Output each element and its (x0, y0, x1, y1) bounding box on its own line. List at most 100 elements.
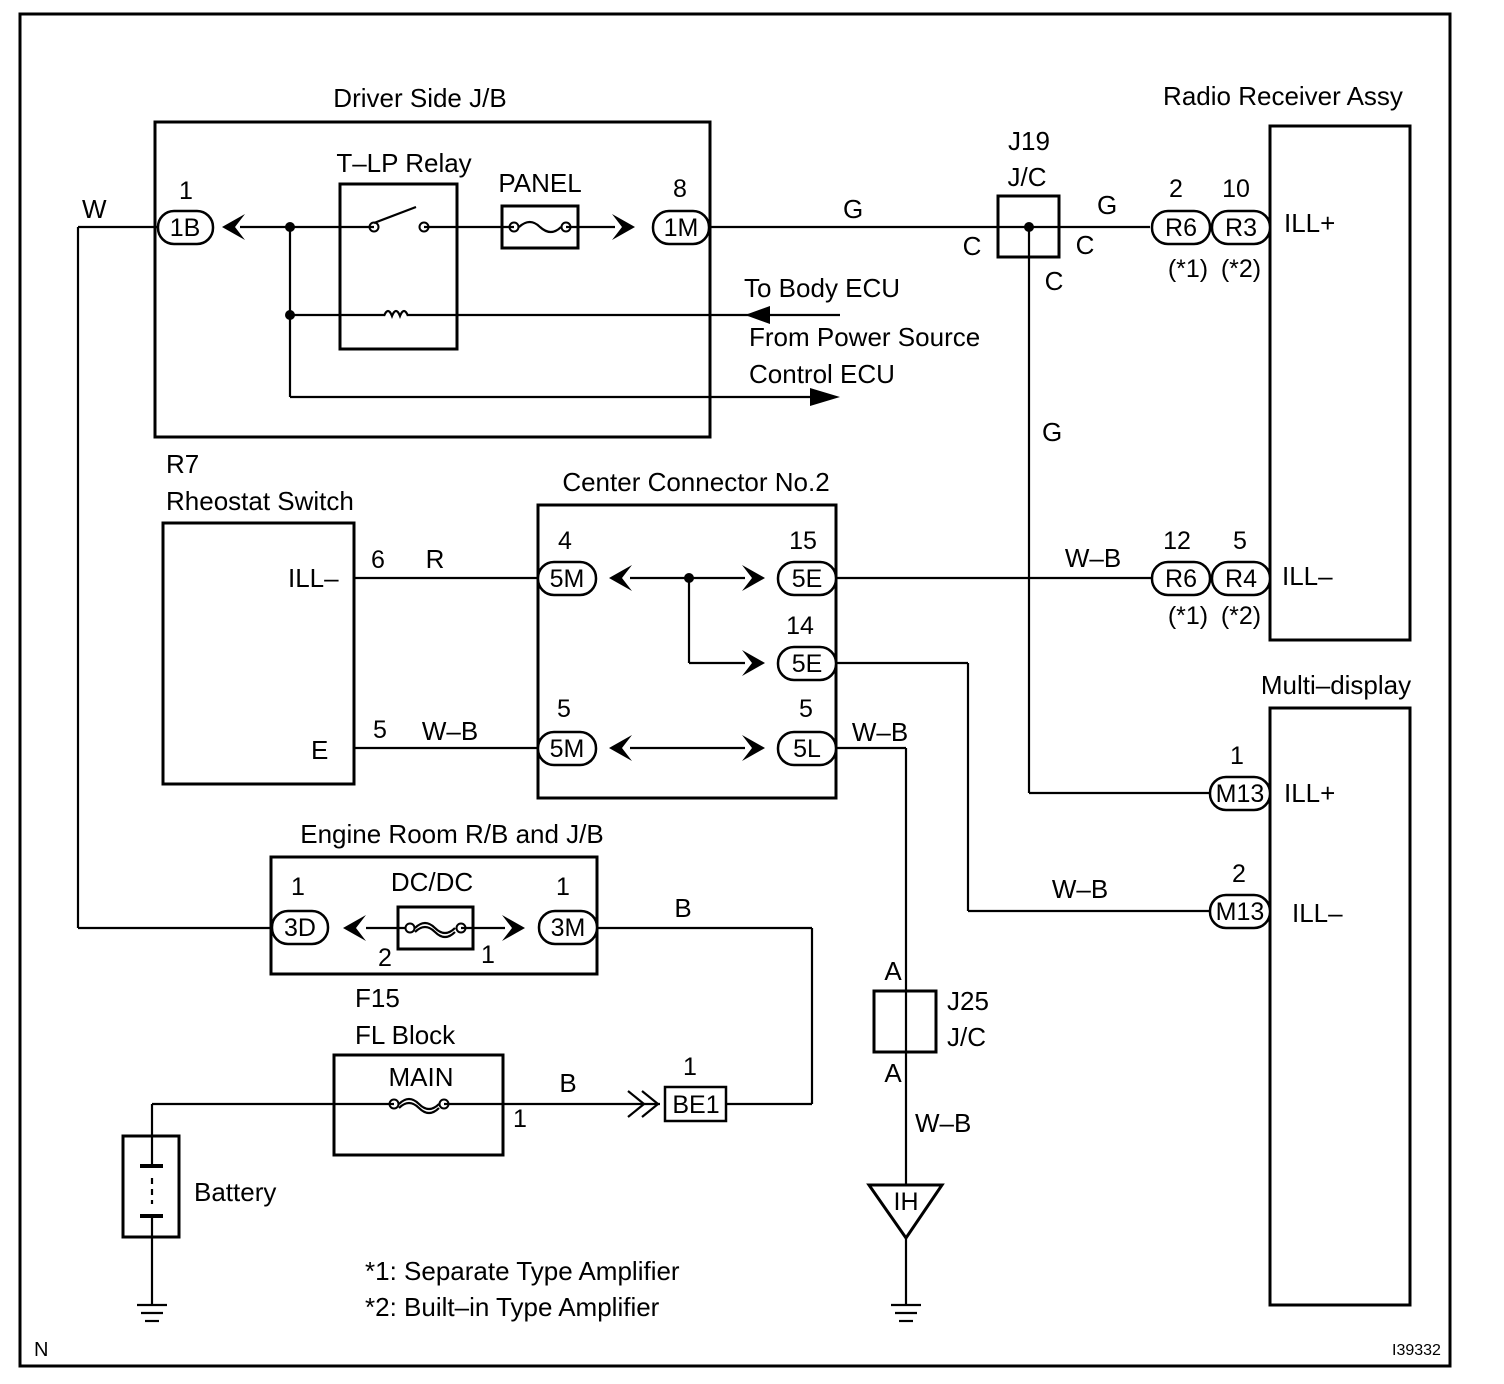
svg-text:15: 15 (789, 527, 817, 555)
wire-color-wb-1: W–B (422, 716, 478, 746)
dcdc-label: DC/DC (391, 867, 473, 897)
md-ill-plus: ILL+ (1284, 778, 1335, 808)
svg-text:C: C (1076, 230, 1095, 260)
wire-color-wb-5: W–B (915, 1108, 971, 1138)
wire-color-wb-4: W–B (852, 717, 908, 747)
connector-5e-top: 5E 15 (742, 527, 838, 597)
wire-color-b-1: B (674, 893, 691, 923)
arrow-from-psc-icon (810, 388, 840, 406)
svg-text:J/C: J/C (947, 1022, 986, 1052)
ground-point-ih-icon (866, 1183, 945, 1241)
svg-text:BE1: BE1 (672, 1091, 719, 1119)
fl-block-title: FL Block (355, 1020, 456, 1050)
radio-ill-minus: ILL– (1282, 561, 1333, 591)
svg-text:J25: J25 (947, 986, 989, 1016)
connector-1b: 1B 1 (156, 177, 245, 246)
connector-m13-bottom: M13 2 (1208, 860, 1272, 930)
svg-text:1: 1 (291, 873, 305, 901)
svg-text:1: 1 (1230, 742, 1244, 770)
corner-left-label: N (34, 1339, 48, 1361)
svg-text:10: 10 (1222, 175, 1250, 203)
wire-color-w: W (82, 194, 107, 224)
svg-text:2: 2 (378, 944, 392, 972)
driver-side-jb: Driver Side J/B T–LP Relay PANEL (153, 83, 712, 439)
svg-text:1B: 1B (170, 214, 201, 242)
multi-display-box (1268, 706, 1412, 1307)
main-fuse-icon (398, 1097, 440, 1111)
wire-color-r: R (426, 544, 445, 574)
svg-text:1: 1 (556, 873, 570, 901)
relay-switch-arm (373, 205, 417, 225)
connector-3m: 3M 1 (502, 873, 599, 946)
svg-text:8: 8 (673, 175, 687, 203)
tlp-relay-label: T–LP Relay (336, 148, 471, 178)
svg-text:1: 1 (481, 941, 495, 969)
svg-text:A: A (884, 1058, 902, 1088)
svg-text:6: 6 (371, 546, 385, 574)
md-ill-minus: ILL– (1292, 898, 1343, 928)
svg-text:4: 4 (558, 527, 572, 555)
svg-text:5E: 5E (792, 650, 823, 678)
arrow-to-body-ecu-icon (745, 306, 770, 324)
svg-text:M13: M13 (1216, 780, 1265, 808)
svg-text:5L: 5L (793, 735, 821, 763)
engine-room-title: Engine Room R/B and J/B (300, 819, 604, 849)
svg-text:C: C (963, 231, 982, 261)
svg-text:14: 14 (786, 612, 814, 640)
svg-text:R4: R4 (1225, 565, 1257, 593)
svg-text:1: 1 (179, 177, 193, 205)
r7-id: R7 (166, 449, 199, 479)
svg-text:(*2): (*2) (1221, 255, 1261, 283)
connector-5m-top: 5M 4 (536, 527, 632, 597)
ground-point-ih-label: IH (894, 1188, 919, 1216)
connector-m13-top: M13 1 (1208, 742, 1272, 812)
svg-text:5: 5 (373, 716, 387, 744)
svg-text:3D: 3D (284, 914, 316, 942)
tlp-relay-box (338, 182, 459, 351)
rheostat-e: E (311, 735, 328, 765)
wire-color-g-1: G (843, 194, 863, 224)
connector-be1: BE1 1 (627, 1053, 728, 1123)
svg-text:5: 5 (799, 695, 813, 723)
radio-ill-plus: ILL+ (1284, 208, 1335, 238)
svg-text:1M: 1M (664, 214, 699, 242)
from-psc-label-2: Control ECU (749, 359, 895, 389)
wire-color-wb-2: W–B (1065, 543, 1121, 573)
svg-text:J19: J19 (1008, 126, 1050, 156)
legend-note-1: *1: Separate Type Amplifier (365, 1256, 680, 1286)
svg-text:5M: 5M (550, 565, 585, 593)
connector-r6-r4: R6 R4 12 5 (*1) (*2) (1150, 527, 1272, 630)
svg-text:2: 2 (1169, 175, 1183, 203)
wire-color-wb-3: W–B (1052, 874, 1108, 904)
driver-jb-title: Driver Side J/B (333, 83, 506, 113)
svg-text:(*1): (*1) (1168, 602, 1208, 630)
svg-text:A: A (884, 956, 902, 986)
center-connector-box (536, 503, 838, 800)
to-body-ecu-label: To Body ECU (744, 273, 900, 303)
connector-5m-bottom: 5M 5 (536, 695, 632, 767)
connector-5l: 5L 5 (742, 695, 838, 767)
svg-text:(*1): (*1) (1168, 255, 1208, 283)
j19-junction: J19 J/C C C C (963, 126, 1095, 296)
svg-text:3M: 3M (551, 914, 586, 942)
main-fuse-label: MAIN (389, 1062, 454, 1092)
radio-title: Radio Receiver Assy (1163, 81, 1403, 111)
connector-1m: 1M 8 (612, 175, 711, 246)
svg-text:(*2): (*2) (1221, 602, 1261, 630)
wire-color-g-2: G (1097, 190, 1117, 220)
connector-r6-r3: R6 R3 2 10 (*1) (*2) (1150, 175, 1272, 283)
svg-text:12: 12 (1163, 527, 1191, 555)
radio-receiver-box (1268, 124, 1412, 642)
engine-room-box (269, 855, 599, 976)
j25-junction: A A J25 J/C (872, 956, 989, 1088)
ground-icon-battery (137, 1303, 167, 1323)
battery-label: Battery (194, 1177, 276, 1207)
wire-color-g-3: G (1042, 417, 1062, 447)
svg-text:R6: R6 (1165, 214, 1197, 242)
connector-5e-mid: 5E 14 (742, 612, 838, 682)
svg-text:5M: 5M (550, 735, 585, 763)
svg-text:C: C (1045, 266, 1064, 296)
svg-text:5: 5 (557, 695, 571, 723)
ground-icon-ih (891, 1303, 921, 1323)
diagram-frame (18, 12, 1452, 1368)
